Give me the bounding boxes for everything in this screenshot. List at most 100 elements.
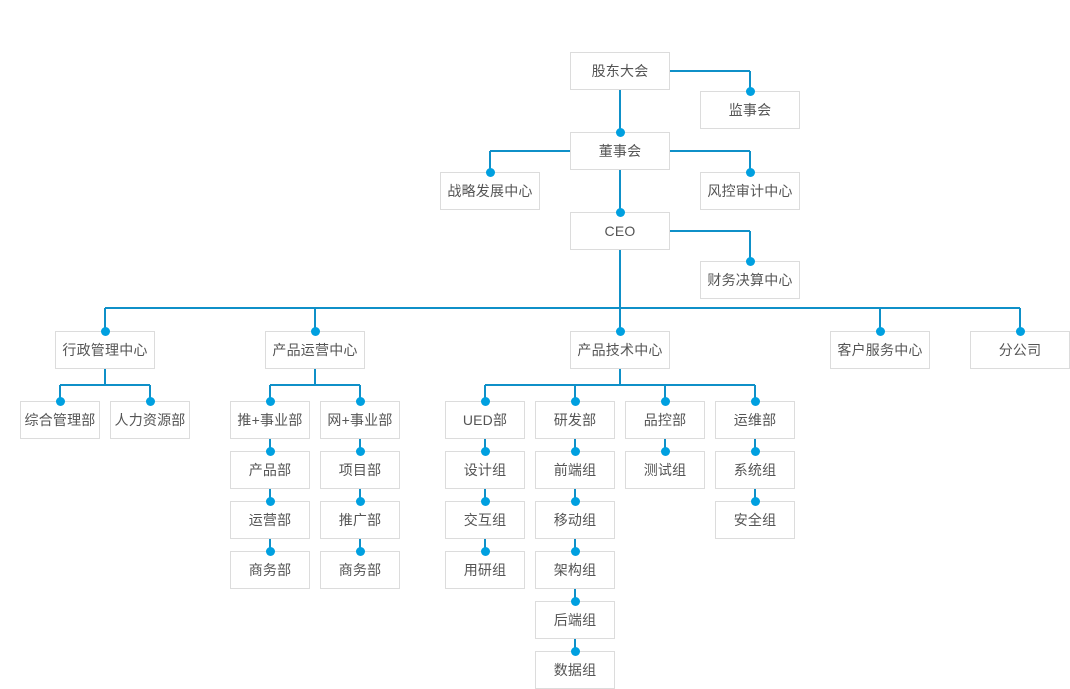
- org-node-label: 产品部: [248, 462, 292, 478]
- org-node-n11[interactable]: 客户服务中心: [830, 331, 930, 369]
- branch-dot: [570, 396, 580, 406]
- org-node-label: 推+事业部: [237, 412, 303, 428]
- org-node-label: 移动组: [553, 512, 597, 528]
- chain-dot: [570, 646, 580, 656]
- org-node-n18[interactable]: 商务部: [230, 551, 310, 589]
- org-node-label: 监事会: [728, 102, 772, 118]
- org-node-n27[interactable]: 研发部: [535, 401, 615, 439]
- org-node-label: CEO: [604, 223, 636, 239]
- org-node-label: 推广部: [338, 512, 382, 528]
- org-node-n7[interactable]: 财务决算中心: [700, 261, 800, 299]
- org-node-label: 品控部: [643, 412, 687, 428]
- org-node-label: 设计组: [463, 462, 507, 478]
- org-node-n30[interactable]: 架构组: [535, 551, 615, 589]
- org-node-n24[interactable]: 设计组: [445, 451, 525, 489]
- org-node-label: 测试组: [643, 462, 687, 478]
- org-node-n16[interactable]: 产品部: [230, 451, 310, 489]
- org-node-label: 前端组: [553, 462, 597, 478]
- org-node-label: 网+事业部: [327, 412, 393, 428]
- org-node-label: 运维部: [733, 412, 777, 428]
- org-node-n12[interactable]: 分公司: [970, 331, 1070, 369]
- branch-dot: [265, 396, 275, 406]
- org-node-n20[interactable]: 项目部: [320, 451, 400, 489]
- org-node-label: 用研组: [463, 562, 507, 578]
- org-node-n23[interactable]: UED部: [445, 401, 525, 439]
- org-node-label: 风控审计中心: [707, 183, 793, 199]
- finance-elbow-dot: [745, 256, 755, 266]
- branch-dot: [100, 326, 110, 336]
- branch-dot: [875, 326, 885, 336]
- org-node-label: 数据组: [553, 662, 597, 678]
- branch-dot: [615, 326, 625, 336]
- org-node-label: 客户服务中心: [837, 342, 923, 358]
- org-node-n29[interactable]: 移动组: [535, 501, 615, 539]
- org-node-n6[interactable]: CEO: [570, 212, 670, 250]
- chain-dot: [480, 446, 490, 456]
- org-node-n35[interactable]: 运维部: [715, 401, 795, 439]
- chain-dot: [570, 546, 580, 556]
- org-node-n22[interactable]: 商务部: [320, 551, 400, 589]
- org-node-label: 安全组: [733, 512, 777, 528]
- org-node-label: 交互组: [463, 512, 507, 528]
- supervisor-elbow-dot: [745, 86, 755, 96]
- org-node-n31[interactable]: 后端组: [535, 601, 615, 639]
- org-node-n9[interactable]: 产品运营中心: [265, 331, 365, 369]
- org-node-n10[interactable]: 产品技术中心: [570, 331, 670, 369]
- chain-dot: [570, 446, 580, 456]
- chain-dot: [355, 446, 365, 456]
- org-node-n34[interactable]: 测试组: [625, 451, 705, 489]
- chain-dot: [355, 546, 365, 556]
- org-node-label: 董事会: [598, 143, 642, 159]
- org-node-n26[interactable]: 用研组: [445, 551, 525, 589]
- org-node-n5[interactable]: 风控审计中心: [700, 172, 800, 210]
- chain-dot: [570, 596, 580, 606]
- org-node-n17[interactable]: 运营部: [230, 501, 310, 539]
- chain-dot: [615, 207, 625, 217]
- org-node-n2[interactable]: 监事会: [700, 91, 800, 129]
- org-node-n4[interactable]: 战略发展中心: [440, 172, 540, 210]
- org-node-n32[interactable]: 数据组: [535, 651, 615, 689]
- chain-dot: [265, 446, 275, 456]
- org-node-n36[interactable]: 系统组: [715, 451, 795, 489]
- org-node-label: 战略发展中心: [447, 183, 533, 199]
- branch-dot: [660, 396, 670, 406]
- branch-dot: [1015, 326, 1025, 336]
- branch-dot: [55, 396, 65, 406]
- org-node-n28[interactable]: 前端组: [535, 451, 615, 489]
- org-node-n33[interactable]: 品控部: [625, 401, 705, 439]
- org-node-label: 架构组: [553, 562, 597, 578]
- branch-dot: [145, 396, 155, 406]
- org-node-label: 财务决算中心: [707, 272, 793, 288]
- org-node-label: 后端组: [553, 612, 597, 628]
- branch-dot: [355, 396, 365, 406]
- org-node-n21[interactable]: 推广部: [320, 501, 400, 539]
- org-node-label: 分公司: [998, 342, 1042, 358]
- org-node-n3[interactable]: 董事会: [570, 132, 670, 170]
- chain-dot: [660, 446, 670, 456]
- chain-dot: [355, 496, 365, 506]
- branch-dot: [750, 396, 760, 406]
- org-node-label: 人力资源部: [114, 412, 186, 428]
- org-node-n25[interactable]: 交互组: [445, 501, 525, 539]
- chain-dot: [750, 446, 760, 456]
- org-node-n19[interactable]: 网+事业部: [320, 401, 400, 439]
- org-node-label: 产品技术中心: [577, 342, 663, 358]
- org-node-label: 综合管理部: [24, 412, 96, 428]
- org-node-label: 产品运营中心: [272, 342, 358, 358]
- org-node-n14[interactable]: 人力资源部: [110, 401, 190, 439]
- chain-dot: [570, 496, 580, 506]
- branch-dot: [480, 396, 490, 406]
- org-node-label: UED部: [462, 412, 508, 428]
- org-node-n37[interactable]: 安全组: [715, 501, 795, 539]
- org-node-label: 股东大会: [591, 63, 649, 79]
- org-node-label: 研发部: [553, 412, 597, 428]
- chain-dot: [480, 546, 490, 556]
- risk-elbow-dot: [745, 167, 755, 177]
- org-node-n13[interactable]: 综合管理部: [20, 401, 100, 439]
- org-node-n15[interactable]: 推+事业部: [230, 401, 310, 439]
- chain-dot: [615, 127, 625, 137]
- org-node-n8[interactable]: 行政管理中心: [55, 331, 155, 369]
- org-node-label: 项目部: [338, 462, 382, 478]
- org-node-n1[interactable]: 股东大会: [570, 52, 670, 90]
